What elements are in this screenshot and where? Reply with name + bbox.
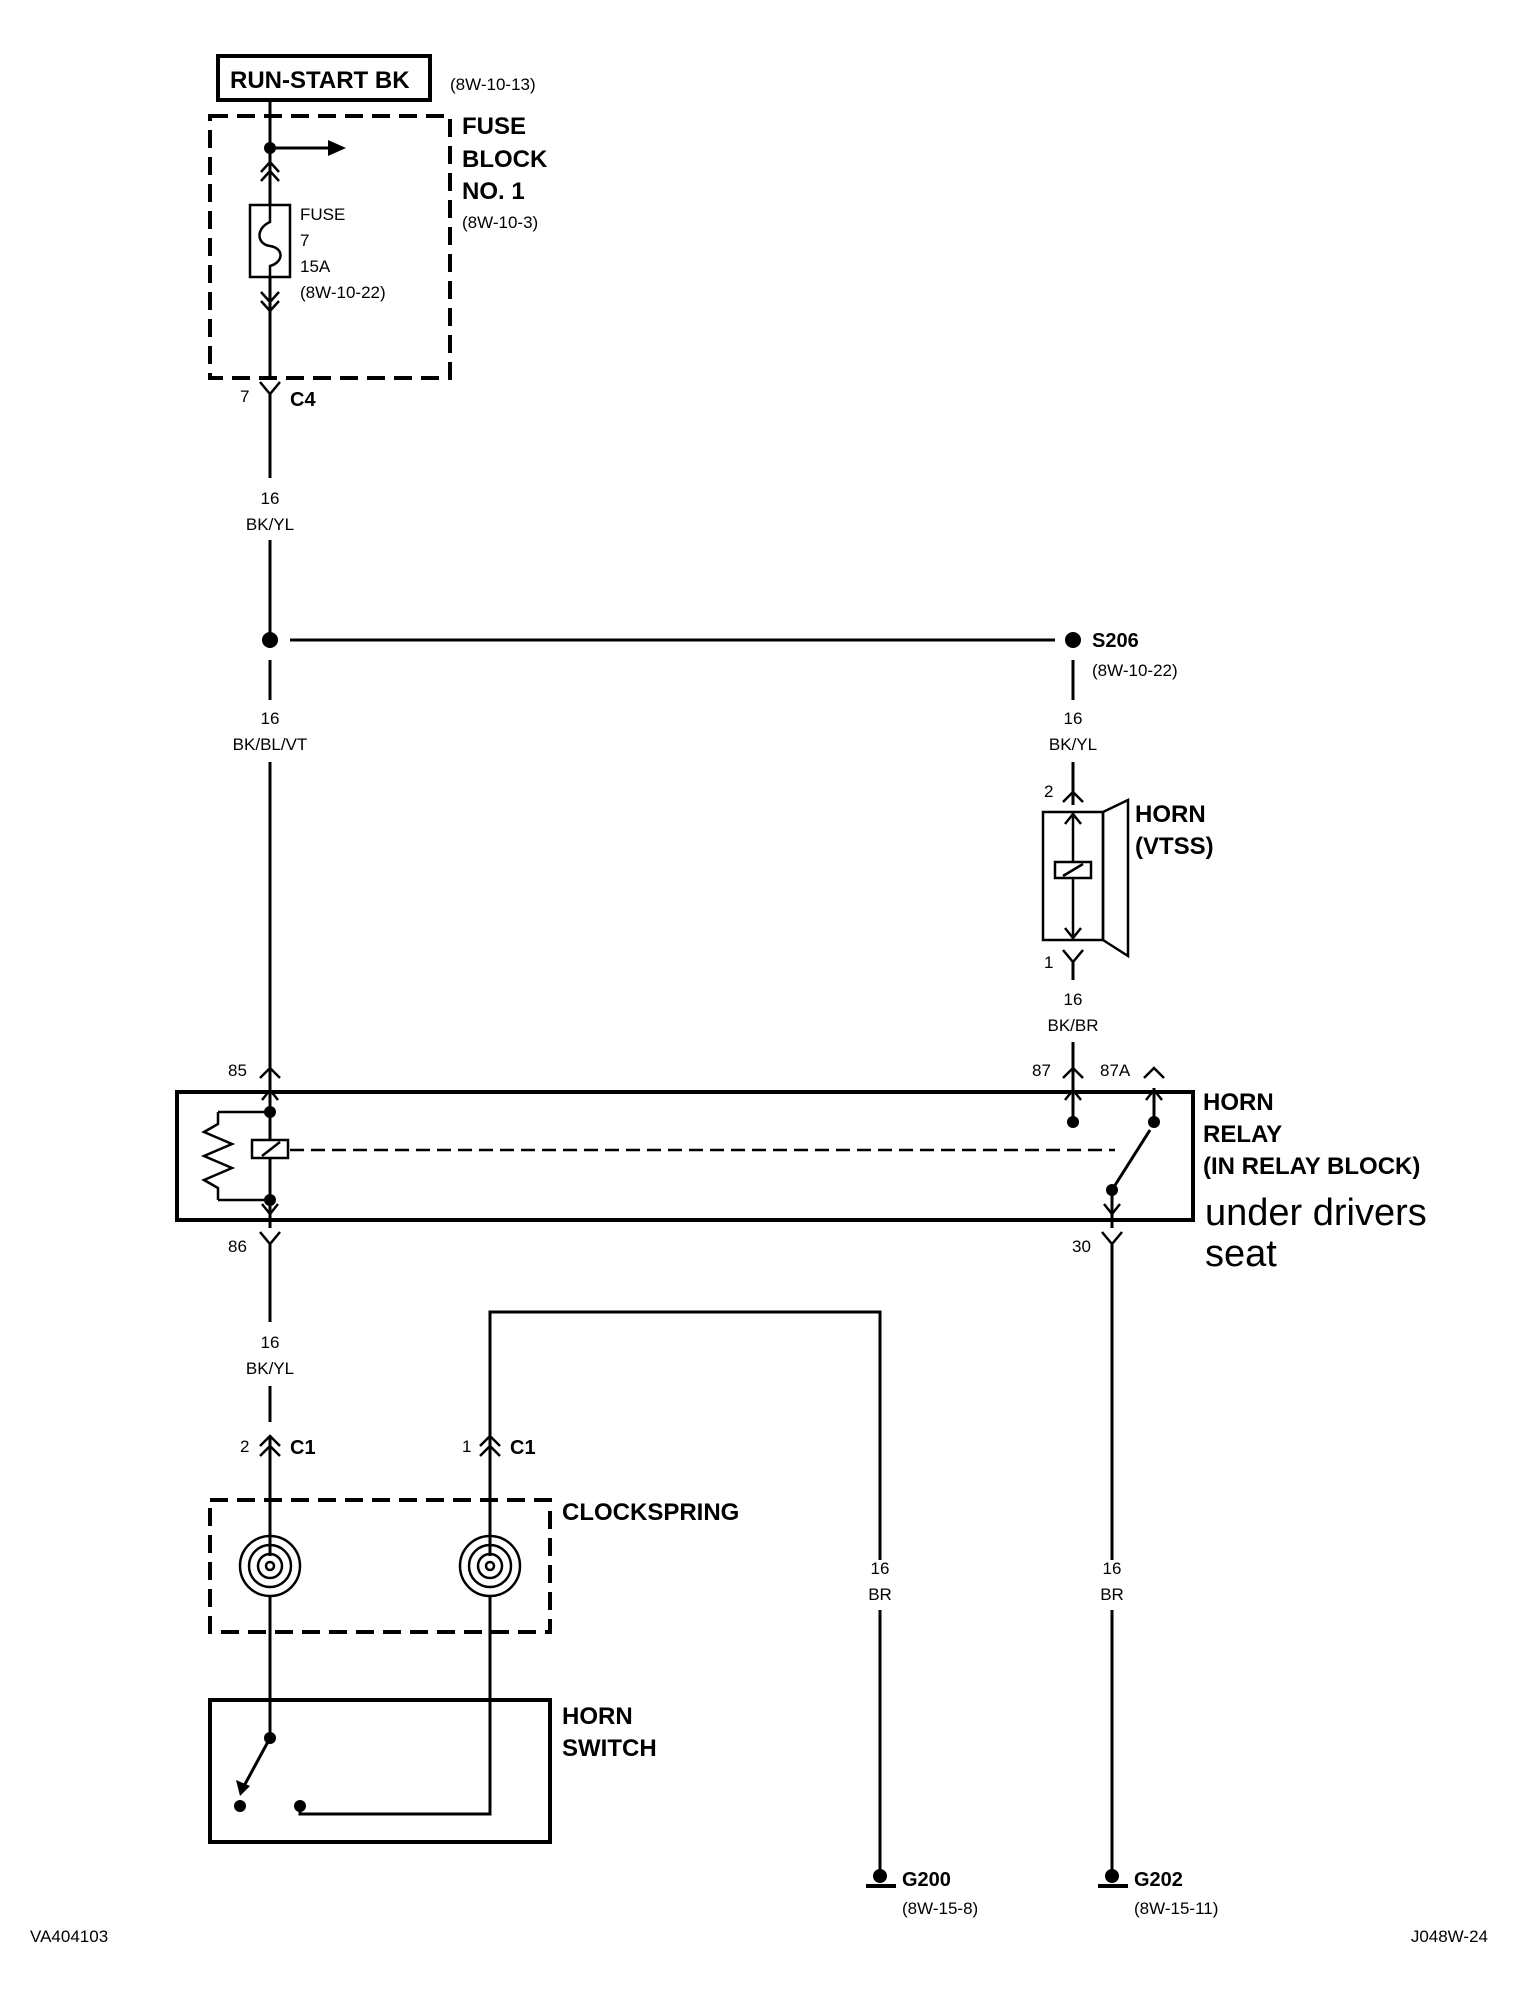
relay-name-2: RELAY xyxy=(1203,1121,1282,1148)
c4-connector-icon xyxy=(259,381,281,396)
splice-s206-dot xyxy=(1065,632,1081,648)
horn-switch-contact-left xyxy=(234,1800,246,1812)
fuse-label-1: FUSE xyxy=(300,205,345,224)
fuse-block-name-2: BLOCK xyxy=(462,146,548,173)
relay-87a-contact-dot xyxy=(1148,1116,1160,1128)
horn-switch-arrow-icon xyxy=(236,1780,250,1796)
wire-color-1: BK/YL xyxy=(246,515,294,534)
relay-87-arrow-icon xyxy=(1064,1087,1082,1101)
clockspring-right-coil-icon xyxy=(458,1534,522,1598)
horn-switch-name-1: HORN xyxy=(562,1703,633,1730)
relay-coil-up-arrow-icon xyxy=(261,1087,279,1101)
relay-pin30-connector-icon xyxy=(1101,1231,1123,1246)
wire-gauge-5: 16 xyxy=(261,1333,280,1352)
horn-internal-arrow-down-icon xyxy=(1064,927,1082,941)
horn-relay-box xyxy=(175,1090,1195,1222)
relay-coil-down-arrow-icon xyxy=(261,1203,279,1217)
relay-resistor-zigzag-icon xyxy=(200,1112,236,1200)
footer-right-code: J048W-24 xyxy=(1411,1927,1488,1946)
splice-junction-left xyxy=(262,632,278,648)
ground-g200-icon xyxy=(866,1869,896,1888)
clockspring-left-coil-icon xyxy=(238,1534,302,1598)
fuse-label-2: 7 xyxy=(300,231,309,250)
fuse-block-ref: (8W-10-3) xyxy=(462,213,538,232)
fuse-block-name-1: FUSE xyxy=(462,113,526,140)
relay-87-contact-dot xyxy=(1067,1116,1079,1128)
relay-name-3: (IN RELAY BLOCK) xyxy=(1203,1153,1420,1180)
fuse-bottom-chevron-icon xyxy=(260,291,280,304)
relay-coil-bottom-dot xyxy=(264,1194,276,1206)
annotation-line-2: seat xyxy=(1205,1233,1277,1275)
horn-switch-box xyxy=(208,1698,552,1844)
annotation-line-1: under drivers xyxy=(1205,1192,1427,1234)
wire-color-6: BR xyxy=(868,1585,892,1604)
c1-left-pin: 2 xyxy=(240,1437,249,1456)
horn-switch-arm xyxy=(242,1737,272,1787)
wire-gauge-1: 16 xyxy=(261,489,280,508)
horn-name-2: (VTSS) xyxy=(1135,833,1214,860)
ground-g202-ref: (8W-15-11) xyxy=(1134,1899,1218,1918)
clockspring-name: CLOCKSPRING xyxy=(562,1499,739,1526)
ground-g200-name: G200 xyxy=(902,1869,951,1891)
relay-pin-85: 85 xyxy=(228,1061,247,1080)
horn-pin2-connector-icon xyxy=(1062,790,1084,803)
fuse-bottom-chevron-icon-2 xyxy=(260,300,280,313)
horn-name-1: HORN xyxy=(1135,801,1206,828)
relay-pin85-connector-icon xyxy=(259,1066,281,1079)
fuse-block-name-3: NO. 1 xyxy=(462,178,525,205)
relay-pin-87a: 87A xyxy=(1100,1061,1131,1080)
relay-pin-30: 30 xyxy=(1072,1237,1091,1256)
horn-internal-arrow-up-icon xyxy=(1064,811,1082,825)
relay-switch-arm xyxy=(1110,1129,1152,1191)
wire-gauge-2: 16 xyxy=(261,709,280,728)
run-start-box xyxy=(216,54,432,102)
wire-gauge-3: 16 xyxy=(1064,709,1083,728)
relay-pin86-connector-icon xyxy=(259,1231,281,1246)
horn-pin-bottom: 1 xyxy=(1044,953,1053,972)
run-start-ref: (8W-10-13) xyxy=(450,75,536,94)
wire-horn-switch-return xyxy=(488,1310,882,1560)
wire-gauge-6: 16 xyxy=(871,1559,890,1578)
horn-pin1-connector-icon xyxy=(1062,949,1084,964)
horn-bell-icon xyxy=(1101,798,1130,959)
relay-30-arrow-icon xyxy=(1103,1203,1121,1217)
wire-color-5: BK/YL xyxy=(246,1359,294,1378)
splice-ref: (8W-10-22) xyxy=(1092,661,1178,680)
c4-name: C4 xyxy=(290,389,316,411)
relay-pin-87: 87 xyxy=(1032,1061,1051,1080)
ground-g202-icon xyxy=(1098,1869,1128,1888)
c4-pin: 7 xyxy=(240,387,249,406)
wire-color-2: BK/BL/VT xyxy=(233,735,308,754)
wire-color-4: BK/BR xyxy=(1047,1016,1098,1035)
fuse-block-outline xyxy=(208,114,452,380)
horn-pin-top: 2 xyxy=(1044,782,1053,801)
footer-left-code: VA404103 xyxy=(30,1927,108,1946)
ground-g200-ref: (8W-15-8) xyxy=(902,1899,978,1918)
wire-gauge-7: 16 xyxy=(1103,1559,1122,1578)
fuse-element-icon xyxy=(258,205,282,277)
ground-g202-name: G202 xyxy=(1134,1869,1183,1891)
c1-right-pin: 1 xyxy=(462,1437,471,1456)
branch-arrow-icon xyxy=(328,140,346,156)
wire-gauge-4: 16 xyxy=(1064,990,1083,1009)
c1-right-name: C1 xyxy=(510,1437,536,1459)
relay-87a-arrow-icon xyxy=(1145,1087,1163,1101)
run-start-label: RUN-START BK xyxy=(230,67,410,94)
horn-switch-name-2: SWITCH xyxy=(562,1735,657,1762)
relay-name-1: HORN xyxy=(1203,1089,1274,1116)
relay-pin87-connector-icon xyxy=(1062,1066,1084,1079)
fuse-label-3: 15A xyxy=(300,257,331,276)
c1-left-name: C1 xyxy=(290,1437,316,1459)
splice-name: S206 xyxy=(1092,630,1139,652)
clockspring-outline xyxy=(208,1498,552,1634)
relay-pin87a-connector-icon xyxy=(1143,1066,1165,1079)
horn-coil-slash-icon xyxy=(1062,862,1084,878)
relay-pin-86: 86 xyxy=(228,1237,247,1256)
wire-color-3: BK/YL xyxy=(1049,735,1097,754)
fuse-ref: (8W-10-22) xyxy=(300,283,386,302)
horn-switch-return-wire xyxy=(298,1806,492,1816)
relay-coil-slash-icon xyxy=(261,1141,281,1157)
wire-color-7: BR xyxy=(1100,1585,1124,1604)
